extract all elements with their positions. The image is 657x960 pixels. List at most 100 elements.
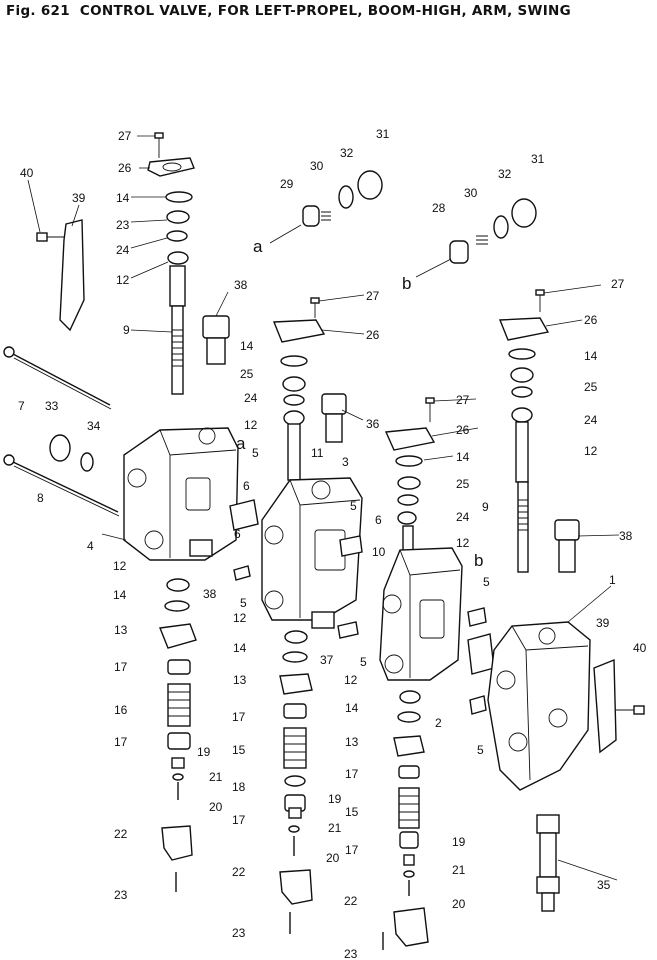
callout: 5 [477,743,484,757]
callout: 11 [311,446,324,460]
callout: 14 [113,588,127,602]
callout: 33 [45,399,59,413]
figure-title: Fig. 621 CONTROL VALVE, FOR LEFT-PROPEL,… [6,3,571,19]
top-plug-drawings [269,170,537,278]
callout: 38 [234,278,248,292]
ring [283,394,305,406]
callout: 5 [360,655,367,669]
callout: 6 [375,513,382,527]
callout: 6 [234,527,241,541]
center-section-drawing [229,297,363,934]
callout: 31 [531,152,545,166]
callout: 12 [344,673,358,687]
callout: 5 [252,446,259,460]
relief-plug-body [325,413,343,443]
plug [49,434,71,462]
callout: 26 [366,328,380,342]
flange-plate [147,157,195,177]
callout: 12 [113,559,127,573]
valve-body-2 [379,547,463,681]
washer [172,773,184,781]
callout: 14 [456,450,470,464]
callout: 22 [232,865,246,879]
callout: 24 [584,413,598,427]
callout: 30 [464,186,478,200]
callout: 9 [123,323,130,337]
callout: a [253,237,263,256]
callout: 26 [584,313,598,327]
callout: 5 [483,575,490,589]
callout: 20 [209,800,223,814]
valve-body-1 [487,621,591,791]
callout: 17 [114,660,128,674]
stopper [171,757,185,769]
callout: 40 [633,641,647,655]
spring-seat [167,659,191,675]
callout: 14 [240,339,254,353]
callout: 10 [372,545,386,559]
callout-labels: 27 26 14 23 24 12 9 38 40 39 7 33 34 8 4… [18,127,647,960]
o-ring [165,191,193,203]
cap [161,825,193,861]
callout: 12 [584,444,598,458]
callout: 26 [118,161,132,175]
callout: 12 [244,418,258,432]
callout: 14 [116,191,130,205]
tie-bolt-head [3,454,15,466]
callout: 1 [609,573,616,587]
callout: 36 [366,417,380,431]
callout: 29 [280,177,294,191]
callout: b [402,274,411,293]
callout: 24 [116,243,130,257]
callout: 27 [611,277,625,291]
callout: 20 [452,897,466,911]
bolt-head [36,232,48,242]
body-port [189,539,213,557]
callout: 23 [232,926,246,940]
callout: 9 [482,500,489,514]
callout: 22 [344,894,358,908]
callout: 30 [310,159,324,173]
callout: 25 [240,367,254,381]
callout: 17 [345,767,359,781]
callout: 13 [345,735,359,749]
o-ring [164,600,190,612]
callout: 19 [197,745,211,759]
callout: 27 [456,393,470,407]
callout: 12 [233,611,247,625]
bolt-head [154,132,164,139]
callout: 24 [244,391,258,405]
bushing [282,376,306,392]
spool [171,305,184,395]
callout: 2 [435,716,442,730]
callout: 38 [203,587,217,601]
callout: 15 [345,805,359,819]
callout: 14 [233,641,247,655]
leader-lines [27,135,620,881]
callout: 17 [114,735,128,749]
callout: 31 [376,127,390,141]
seal [167,251,189,265]
relief-plug [202,315,230,339]
spring [167,683,191,727]
callout: 19 [452,835,466,849]
spool [287,423,301,481]
bracket [59,219,85,332]
relief-plug-body [206,337,226,365]
left-section-drawing [3,132,239,892]
callout: 37 [320,653,334,667]
callout: 21 [209,770,223,784]
o-ring [80,452,94,472]
callout: b [474,551,483,570]
seal [283,410,305,426]
bushing [166,210,190,224]
callout: 21 [328,821,342,835]
ring [166,230,188,242]
callout: 12 [116,273,130,287]
callout: 5 [350,499,357,513]
callout: 19 [328,792,342,806]
callout: 32 [498,167,512,181]
callout: 39 [596,616,610,630]
callout: 39 [72,191,86,205]
